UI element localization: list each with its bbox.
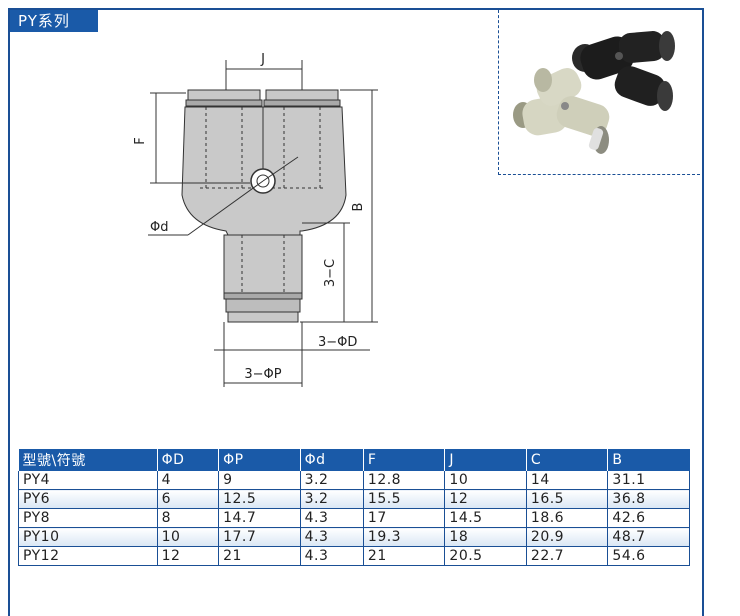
- table-cell: 9: [218, 471, 301, 490]
- table-cell: 8: [156, 508, 220, 528]
- table-cell: 10: [156, 527, 220, 547]
- table-cell: 20.5: [444, 546, 527, 566]
- table-cell: 20.9: [525, 527, 609, 547]
- dim-label-phi-p: 3−ΦP: [244, 367, 281, 382]
- table-cell: 21: [218, 546, 301, 566]
- table-cell: PY12: [18, 546, 158, 566]
- table-cell: 22.7: [525, 546, 609, 566]
- table-cell: 12: [156, 546, 220, 566]
- series-title: PY系列: [10, 10, 98, 32]
- header-b: B: [607, 449, 690, 471]
- table-cell: 4.3: [299, 527, 364, 547]
- table-cell: 19.3: [362, 527, 446, 547]
- table-cell: 3.2: [299, 471, 364, 490]
- dim-label-b: B: [351, 203, 366, 212]
- table-row: PY12 12 21 4.3 21 20.5 22.7 54.6: [18, 546, 690, 566]
- table-cell: PY6: [18, 489, 158, 509]
- catalog-panel: [8, 8, 704, 616]
- dim-label-f: F: [133, 137, 148, 144]
- table-cell: 42.6: [607, 508, 690, 528]
- table-cell: 14: [525, 471, 609, 490]
- grey-fitting-image: [513, 68, 610, 154]
- table-cell: 12.5: [218, 489, 301, 509]
- dim-label-phi-big-d: 3−ΦD: [318, 335, 357, 350]
- table-cell: 6: [156, 489, 220, 509]
- table-cell: 12.8: [362, 471, 446, 490]
- table-cell: PY10: [18, 527, 158, 547]
- dim-label-phi-d: Φd: [150, 220, 168, 235]
- technical-drawing: J F B 3−C Φd 3−ΦD 3−ΦP: [133, 52, 378, 387]
- table-cell: 14.7: [218, 508, 301, 528]
- table-cell: 18: [444, 527, 527, 547]
- table-cell: 48.7: [607, 527, 690, 547]
- table-cell: 17: [362, 508, 446, 528]
- table-cell: 4.3: [299, 546, 364, 566]
- table-cell: 21: [362, 546, 446, 566]
- dim-label-j: J: [260, 52, 265, 67]
- spec-table: 型號\符號 ΦD ΦP Φd F J C B PY4 4 9 3.2 12.8 …: [18, 449, 690, 566]
- table-cell: 15.5: [362, 489, 446, 509]
- product-photo-frame: [498, 10, 700, 175]
- header-model: 型號\符號: [18, 449, 158, 471]
- table-row: PY6 6 12.5 3.2 15.5 12 16.5 36.8: [18, 489, 690, 509]
- table-cell: PY8: [18, 508, 158, 528]
- table-header-row: 型號\符號 ΦD ΦP Φd F J C B: [18, 449, 690, 471]
- table-cell: 54.6: [607, 546, 690, 566]
- product-photo: [513, 31, 675, 154]
- header-phi-d: Φd: [299, 449, 364, 471]
- table-cell: 4: [156, 471, 220, 490]
- black-fitting-image: [572, 31, 675, 111]
- table-row: PY8 8 14.7 4.3 17 14.5 18.6 42.6: [18, 508, 690, 528]
- table-cell: PY4: [18, 471, 158, 490]
- table-cell: 4.3: [299, 508, 364, 528]
- header-phi-p: ΦP: [218, 449, 301, 471]
- table-cell: 16.5: [525, 489, 609, 509]
- dim-label-c: 3−C: [323, 259, 338, 287]
- table-cell: 14.5: [444, 508, 527, 528]
- table-cell: 36.8: [607, 489, 690, 509]
- table-row: PY4 4 9 3.2 12.8 10 14 31.1: [18, 471, 690, 490]
- table-cell: 17.7: [218, 527, 301, 547]
- header-j: J: [444, 449, 527, 471]
- table-row: PY10 10 17.7 4.3 19.3 18 20.9 48.7: [18, 527, 690, 547]
- header-phi-d-big: ΦD: [156, 449, 219, 471]
- table-cell: 3.2: [299, 489, 364, 509]
- header-f: F: [362, 449, 445, 471]
- header-c: C: [525, 449, 608, 471]
- table-cell: 18.6: [525, 508, 609, 528]
- table-cell: 31.1: [607, 471, 690, 490]
- table-cell: 12: [444, 489, 527, 509]
- table-cell: 10: [444, 471, 527, 490]
